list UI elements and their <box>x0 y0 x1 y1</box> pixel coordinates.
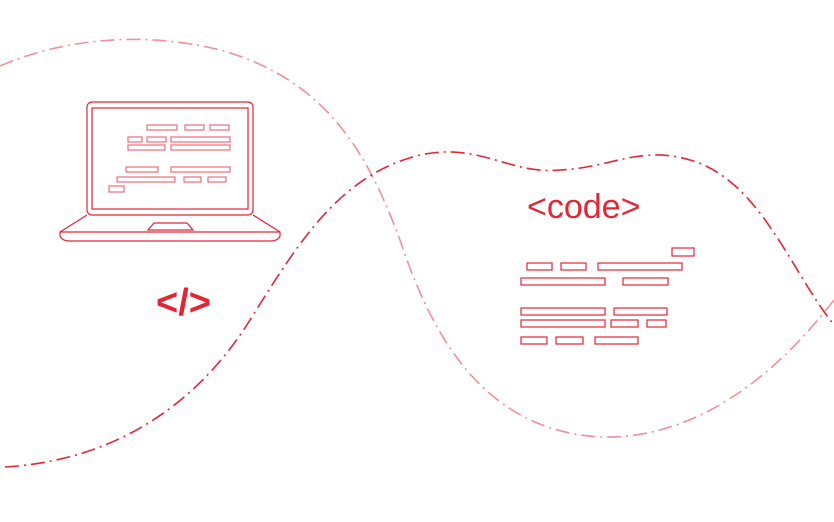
dashed-curve-pink <box>0 38 834 438</box>
code-block-icon <box>520 247 695 345</box>
code-tag-label: <code> <box>527 188 641 226</box>
closing-tag-label: </> <box>156 282 211 324</box>
dashed-curve-red <box>4 151 834 468</box>
laptop-icon <box>59 101 281 242</box>
